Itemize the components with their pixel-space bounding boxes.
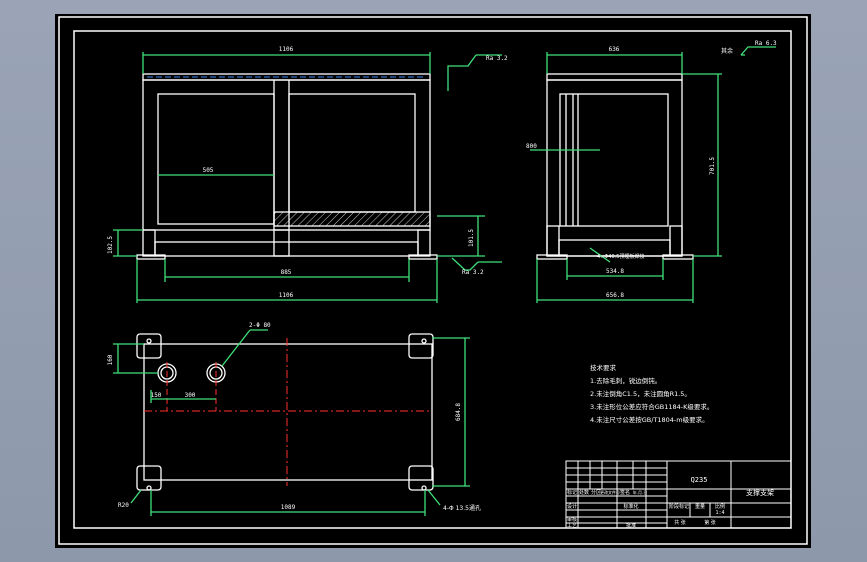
tech-title: 技术要求 <box>590 363 617 372</box>
front-view <box>113 52 502 303</box>
plan-dim-hole1: 150 <box>151 392 162 399</box>
roughness-other-value: Ra 6.3 <box>755 40 777 47</box>
stage-label: 阶段标记 <box>669 503 689 510</box>
drawing-sheet: 1106 505 885 1106 102.5 101.5 Ra 3.2 Ra … <box>55 14 811 548</box>
side-view <box>530 46 776 303</box>
roughness-top: Ra 3.2 <box>486 55 508 62</box>
dim-foot-span: 885 <box>281 269 292 276</box>
front-view-labels: 1106 505 885 1106 102.5 101.5 Ra 3.2 Ra … <box>107 46 508 299</box>
dim-right-height: 101.5 <box>468 229 475 247</box>
title-block-text: Q235 支撑支架 1:4 标记 处数 分区 更改文件号 签名 年.月.日 设计… <box>567 476 774 529</box>
row-label: 处数 <box>579 489 589 496</box>
corner-radius: R20 <box>118 502 129 509</box>
dim-left-height: 102.5 <box>107 236 114 254</box>
drawing-frame <box>73 30 792 529</box>
ratio-label: 比例 <box>715 503 725 510</box>
part-name: 支撑支架 <box>746 488 774 497</box>
drawing-canvas: 1106 505 885 1106 102.5 101.5 Ra 3.2 Ra … <box>55 14 811 548</box>
side-view-labels: 636 701.5 800 534.8 656.8 4×Φ40.5预埋板焊接 其… <box>526 40 777 299</box>
plan-dim-height: 684.8 <box>455 403 462 421</box>
bolt-holes: 4-Φ 13.5通孔 <box>443 504 481 512</box>
roughness-bottom: Ra 3.2 <box>462 269 484 276</box>
dim-top-width: 1106 <box>279 46 294 53</box>
dim-inner-span: 505 <box>203 167 214 174</box>
side-dim-height: 701.5 <box>709 157 716 175</box>
tech-item: 2.未注倒角C1.5，未注圆角R1.5。 <box>590 389 691 398</box>
plan-dim-hole2: 300 <box>185 392 196 399</box>
side-dim-top: 636 <box>609 46 620 53</box>
tech-requirements: 技术要求 1.去除毛刺，锐边倒钝。 2.未注倒角C1.5，未注圆角R1.5。 3… <box>590 363 713 424</box>
weight-label: 重量 <box>695 503 705 510</box>
plan-dim-bottom: 1089 <box>281 504 296 511</box>
material: Q235 <box>691 476 708 484</box>
dim-overall-width: 1106 <box>279 292 294 299</box>
tech-item: 1.去除毛刺，锐边倒钝。 <box>590 376 661 385</box>
tech-item: 3.未注形位公差应符合GB1184-K级要求。 <box>590 402 713 411</box>
side-dim-left: 800 <box>526 143 537 150</box>
row-label: 标记 <box>567 489 577 496</box>
side-dim-inner: 534.8 <box>606 268 624 275</box>
std-label: 标准化 <box>623 503 638 510</box>
sheet-num: 第 张 <box>704 519 716 526</box>
hole-label: 2-Φ 80 <box>249 322 271 329</box>
plan-dim-left: 160 <box>107 354 114 365</box>
sheet-total: 共 张 <box>674 519 686 526</box>
tech-item: 4.未注尺寸公差按GB/T1804-m级要求。 <box>590 415 709 424</box>
side-dim-overall: 656.8 <box>606 292 624 299</box>
plan-view <box>113 329 470 516</box>
row-label: 年.月.日 <box>633 489 648 495</box>
design-label: 设计 <box>567 503 577 510</box>
scale-label: 1:4 <box>715 510 724 516</box>
process-label: 工艺 <box>567 523 577 529</box>
review-label: 审核 <box>567 516 577 523</box>
roughness-other-prefix: 其余 <box>721 47 733 55</box>
approve-label: 批准 <box>626 522 636 529</box>
side-note: 4×Φ40.5预埋板焊接 <box>597 253 644 260</box>
title-block <box>565 460 792 529</box>
row-label: 分区 <box>591 489 601 496</box>
row-label: 签名 <box>620 489 630 496</box>
plan-view-labels: 2-Φ 80 160 150 300 684.8 1089 R20 4-Φ 13… <box>107 322 481 512</box>
row-label: 更改文件号 <box>600 489 620 495</box>
